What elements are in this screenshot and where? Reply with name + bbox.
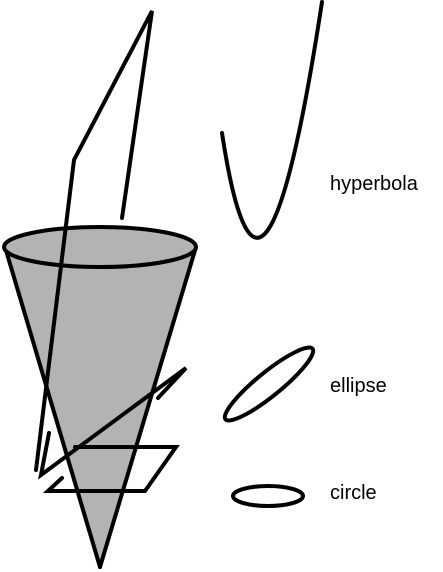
circle-label: circle <box>330 482 377 504</box>
ellipse-label: ellipse <box>330 375 387 397</box>
ellipse-curve <box>222 345 316 423</box>
tilted-cutting-plane <box>38 366 188 480</box>
cone-top-rim <box>2 225 198 269</box>
cone-body <box>5 247 196 567</box>
hyperbola-curve <box>220 0 324 240</box>
hyperbola-label: hyperbola <box>330 173 419 195</box>
vertical-cutting-plane <box>34 10 154 472</box>
cone-right-edge <box>98 245 198 569</box>
cone-left-edge <box>3 245 102 569</box>
horizontal-cutting-plane <box>42 445 180 493</box>
circle-curve <box>231 484 305 508</box>
